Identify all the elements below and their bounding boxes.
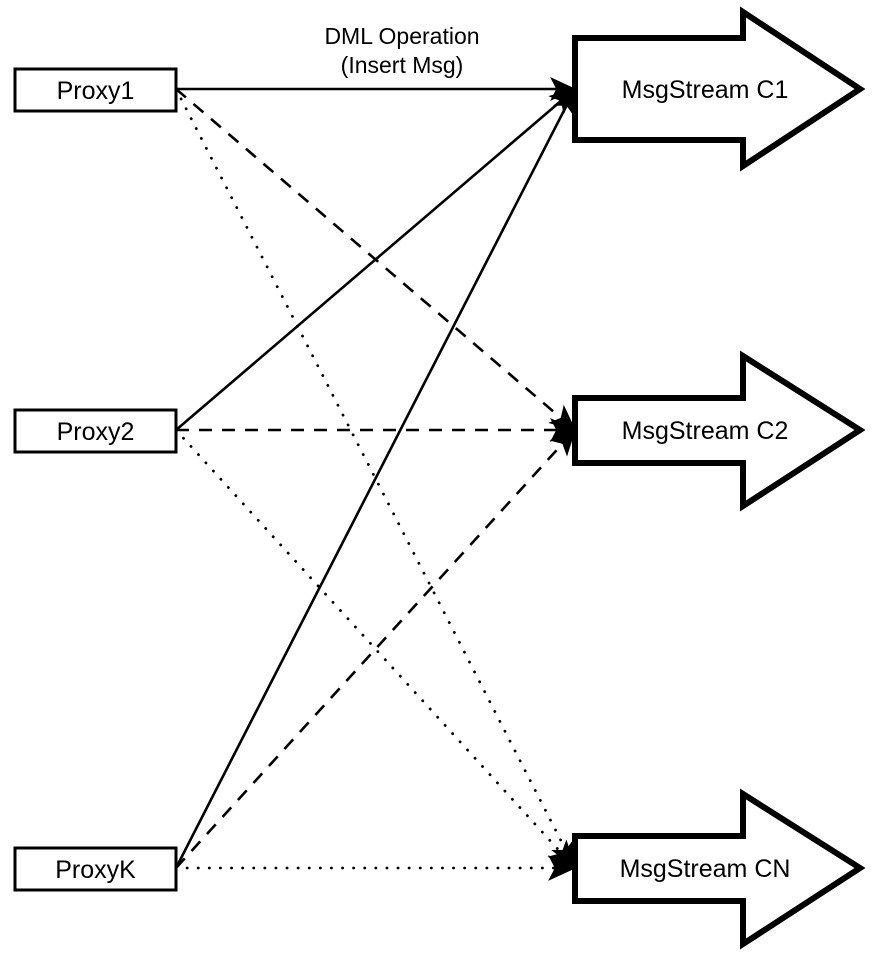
proxy-label: Proxy2 bbox=[57, 418, 135, 446]
proxy-box bbox=[13, 67, 178, 113]
msgstream-label: MsgStream C2 bbox=[622, 417, 789, 445]
edge-label-line2: (Insert Msg) bbox=[341, 52, 464, 78]
proxy-node-proxyk[interactable]: ProxyK bbox=[13, 846, 178, 892]
block-arrow-shape bbox=[572, 6, 866, 172]
msgstream-node-msgstream-c2[interactable]: MsgStream C2 bbox=[572, 350, 866, 512]
msgstream-node-msgstream-cn[interactable]: MsgStream CN bbox=[572, 788, 866, 950]
proxy-label: ProxyK bbox=[55, 856, 136, 884]
proxy-box bbox=[13, 408, 178, 454]
edge-proxy2-to-stream_c1 bbox=[175, 88, 576, 431]
edge-proxy2-to-stream_cn bbox=[174, 428, 577, 870]
proxy-label: Proxy1 bbox=[57, 77, 135, 105]
msgstream-node-msgstream-c1[interactable]: MsgStream C1 bbox=[572, 6, 866, 172]
msgstream-label: MsgStream C1 bbox=[622, 76, 789, 104]
proxy-node-proxy1[interactable]: Proxy1 bbox=[13, 67, 178, 113]
block-arrow-shape bbox=[572, 788, 866, 950]
proxy-box bbox=[13, 846, 178, 892]
msgstream-label: MsgStream CN bbox=[620, 855, 791, 883]
proxy-node-proxy2[interactable]: Proxy2 bbox=[13, 408, 178, 454]
block-arrow-shape bbox=[572, 350, 866, 512]
edges-layer bbox=[174, 77, 577, 881]
edge-label-line1: DML Operation bbox=[324, 23, 479, 49]
edge-proxyk-to-stream_c1 bbox=[174, 88, 577, 869]
edge-proxyk-to-stream_c2 bbox=[175, 429, 576, 869]
